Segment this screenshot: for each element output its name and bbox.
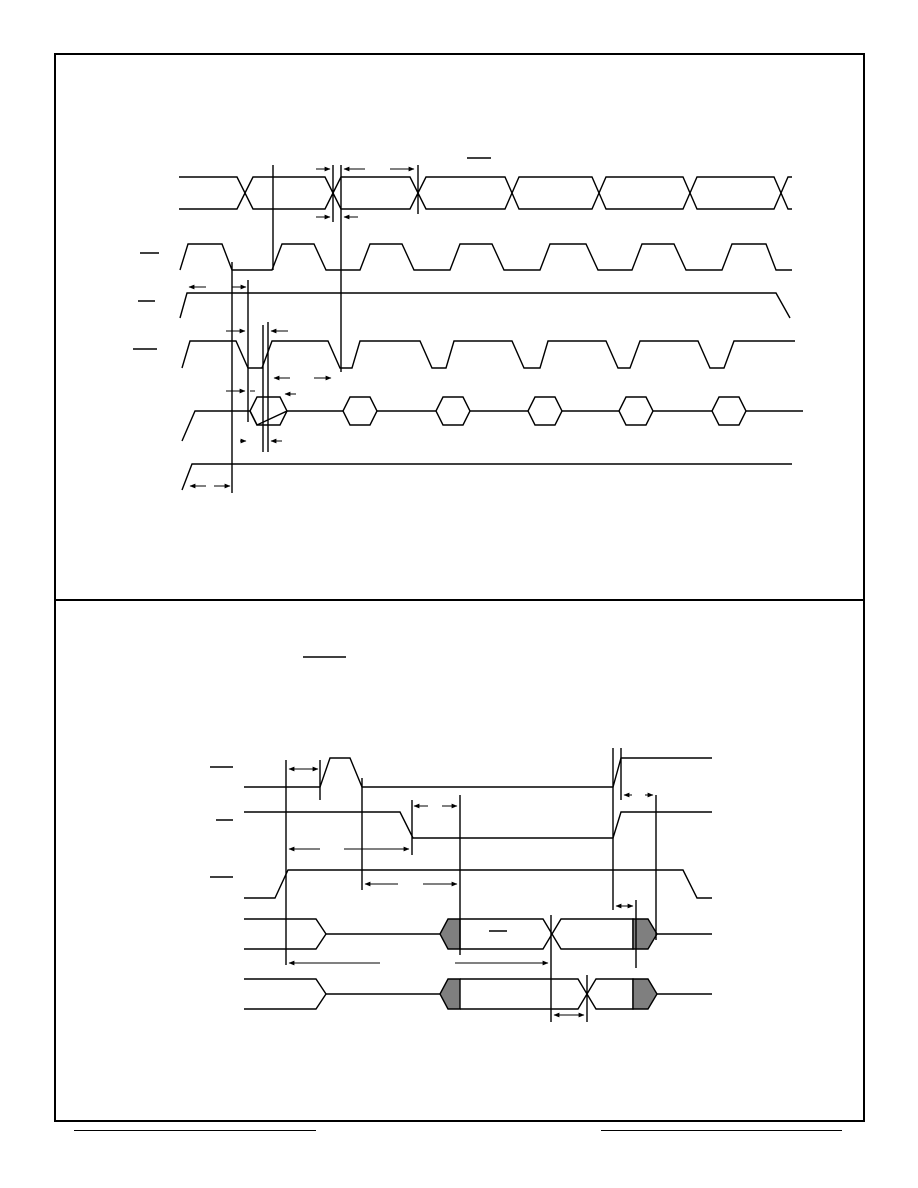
- bottom-timing-arrows: [288, 766, 654, 1018]
- bottom-signal-3: [244, 869, 712, 899]
- top-timing-diagram: [133, 157, 803, 493]
- top-strobe-signal: [181, 340, 795, 369]
- bottom-timing-diagram: [210, 656, 712, 1022]
- top-data-signal: [181, 396, 803, 442]
- footer-rule-left: [74, 1130, 316, 1131]
- top-timing-arrows: [188, 166, 415, 489]
- top-enable-signal: [181, 463, 792, 491]
- bottom-signal-1: [244, 757, 712, 788]
- top-bus-signal: [179, 176, 792, 210]
- outer-frame: [54, 53, 865, 1122]
- footer-rule-right: [601, 1130, 842, 1131]
- top-select-signal: [179, 292, 791, 319]
- bottom-data-bus-2: [244, 978, 712, 1010]
- bottom-signal-2: [244, 811, 712, 839]
- bottom-data-bus-1: [244, 918, 712, 950]
- top-clock-signal: [179, 243, 792, 271]
